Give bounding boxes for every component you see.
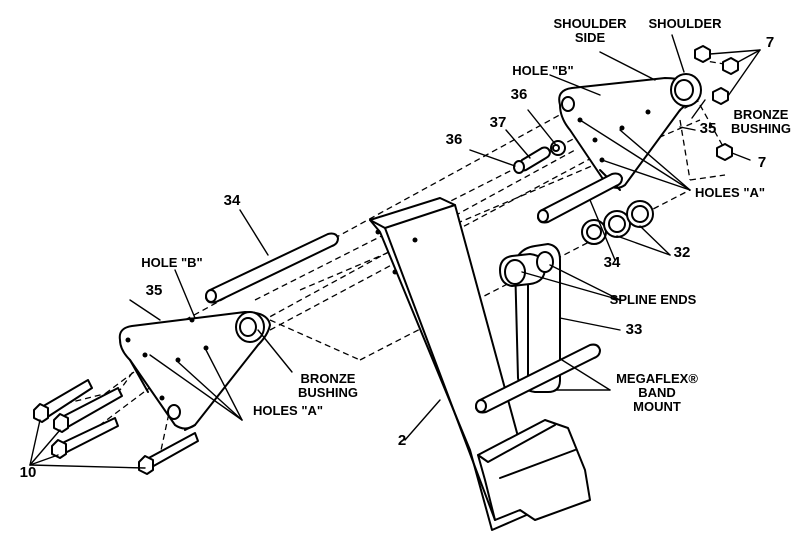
callout-35-top: 35 [699,120,717,137]
label-megaflex-band-mount: MEGAFLEX® BAND MOUNT [616,371,698,414]
left-arm-plate [118,311,271,431]
right-arm-plate [558,73,702,191]
callout-34-left: 34 [223,192,241,209]
washers-32 [581,200,654,245]
callout-10: 10 [19,464,37,481]
label-shoulder: SHOULDER [648,16,722,31]
callout-33: 33 [625,321,643,338]
callout-32: 32 [673,244,691,261]
center-post [369,197,591,531]
label-holes-a-top: HOLES "A" [694,185,766,200]
callout-37: 37 [489,114,507,131]
label-hole-b-left: HOLE "B" [141,255,203,270]
label-holes-a-bottom: HOLES "A" [252,403,324,418]
callout-35-left: 35 [145,282,163,299]
nuts-7 [694,45,739,161]
band-mount-33 [475,243,601,414]
leader-lines [29,34,761,469]
callout-7-top: 7 [765,34,775,51]
pin-37 [513,146,551,174]
label-shoulder-side: SHOULDER SIDE [553,16,627,45]
shaft-34-right [537,172,623,224]
label-bronze-bushing-bottom: BRONZE BUSHING [298,371,358,400]
label-bronze-bushing-top: BRONZE BUSHING [731,107,791,136]
callout-36-top: 36 [510,86,528,103]
spacer-36-top [550,140,566,156]
shaft-34-left [205,232,339,304]
callout-34-right: 34 [603,254,621,271]
callout-36-mid: 36 [445,131,463,148]
label-hole-b-top: HOLE "B" [512,63,574,78]
callout-2: 2 [397,432,407,449]
bolts-10 [33,379,199,475]
label-spline-ends: SPLINE ENDS [609,292,697,307]
callout-7-bottom: 7 [757,154,767,171]
